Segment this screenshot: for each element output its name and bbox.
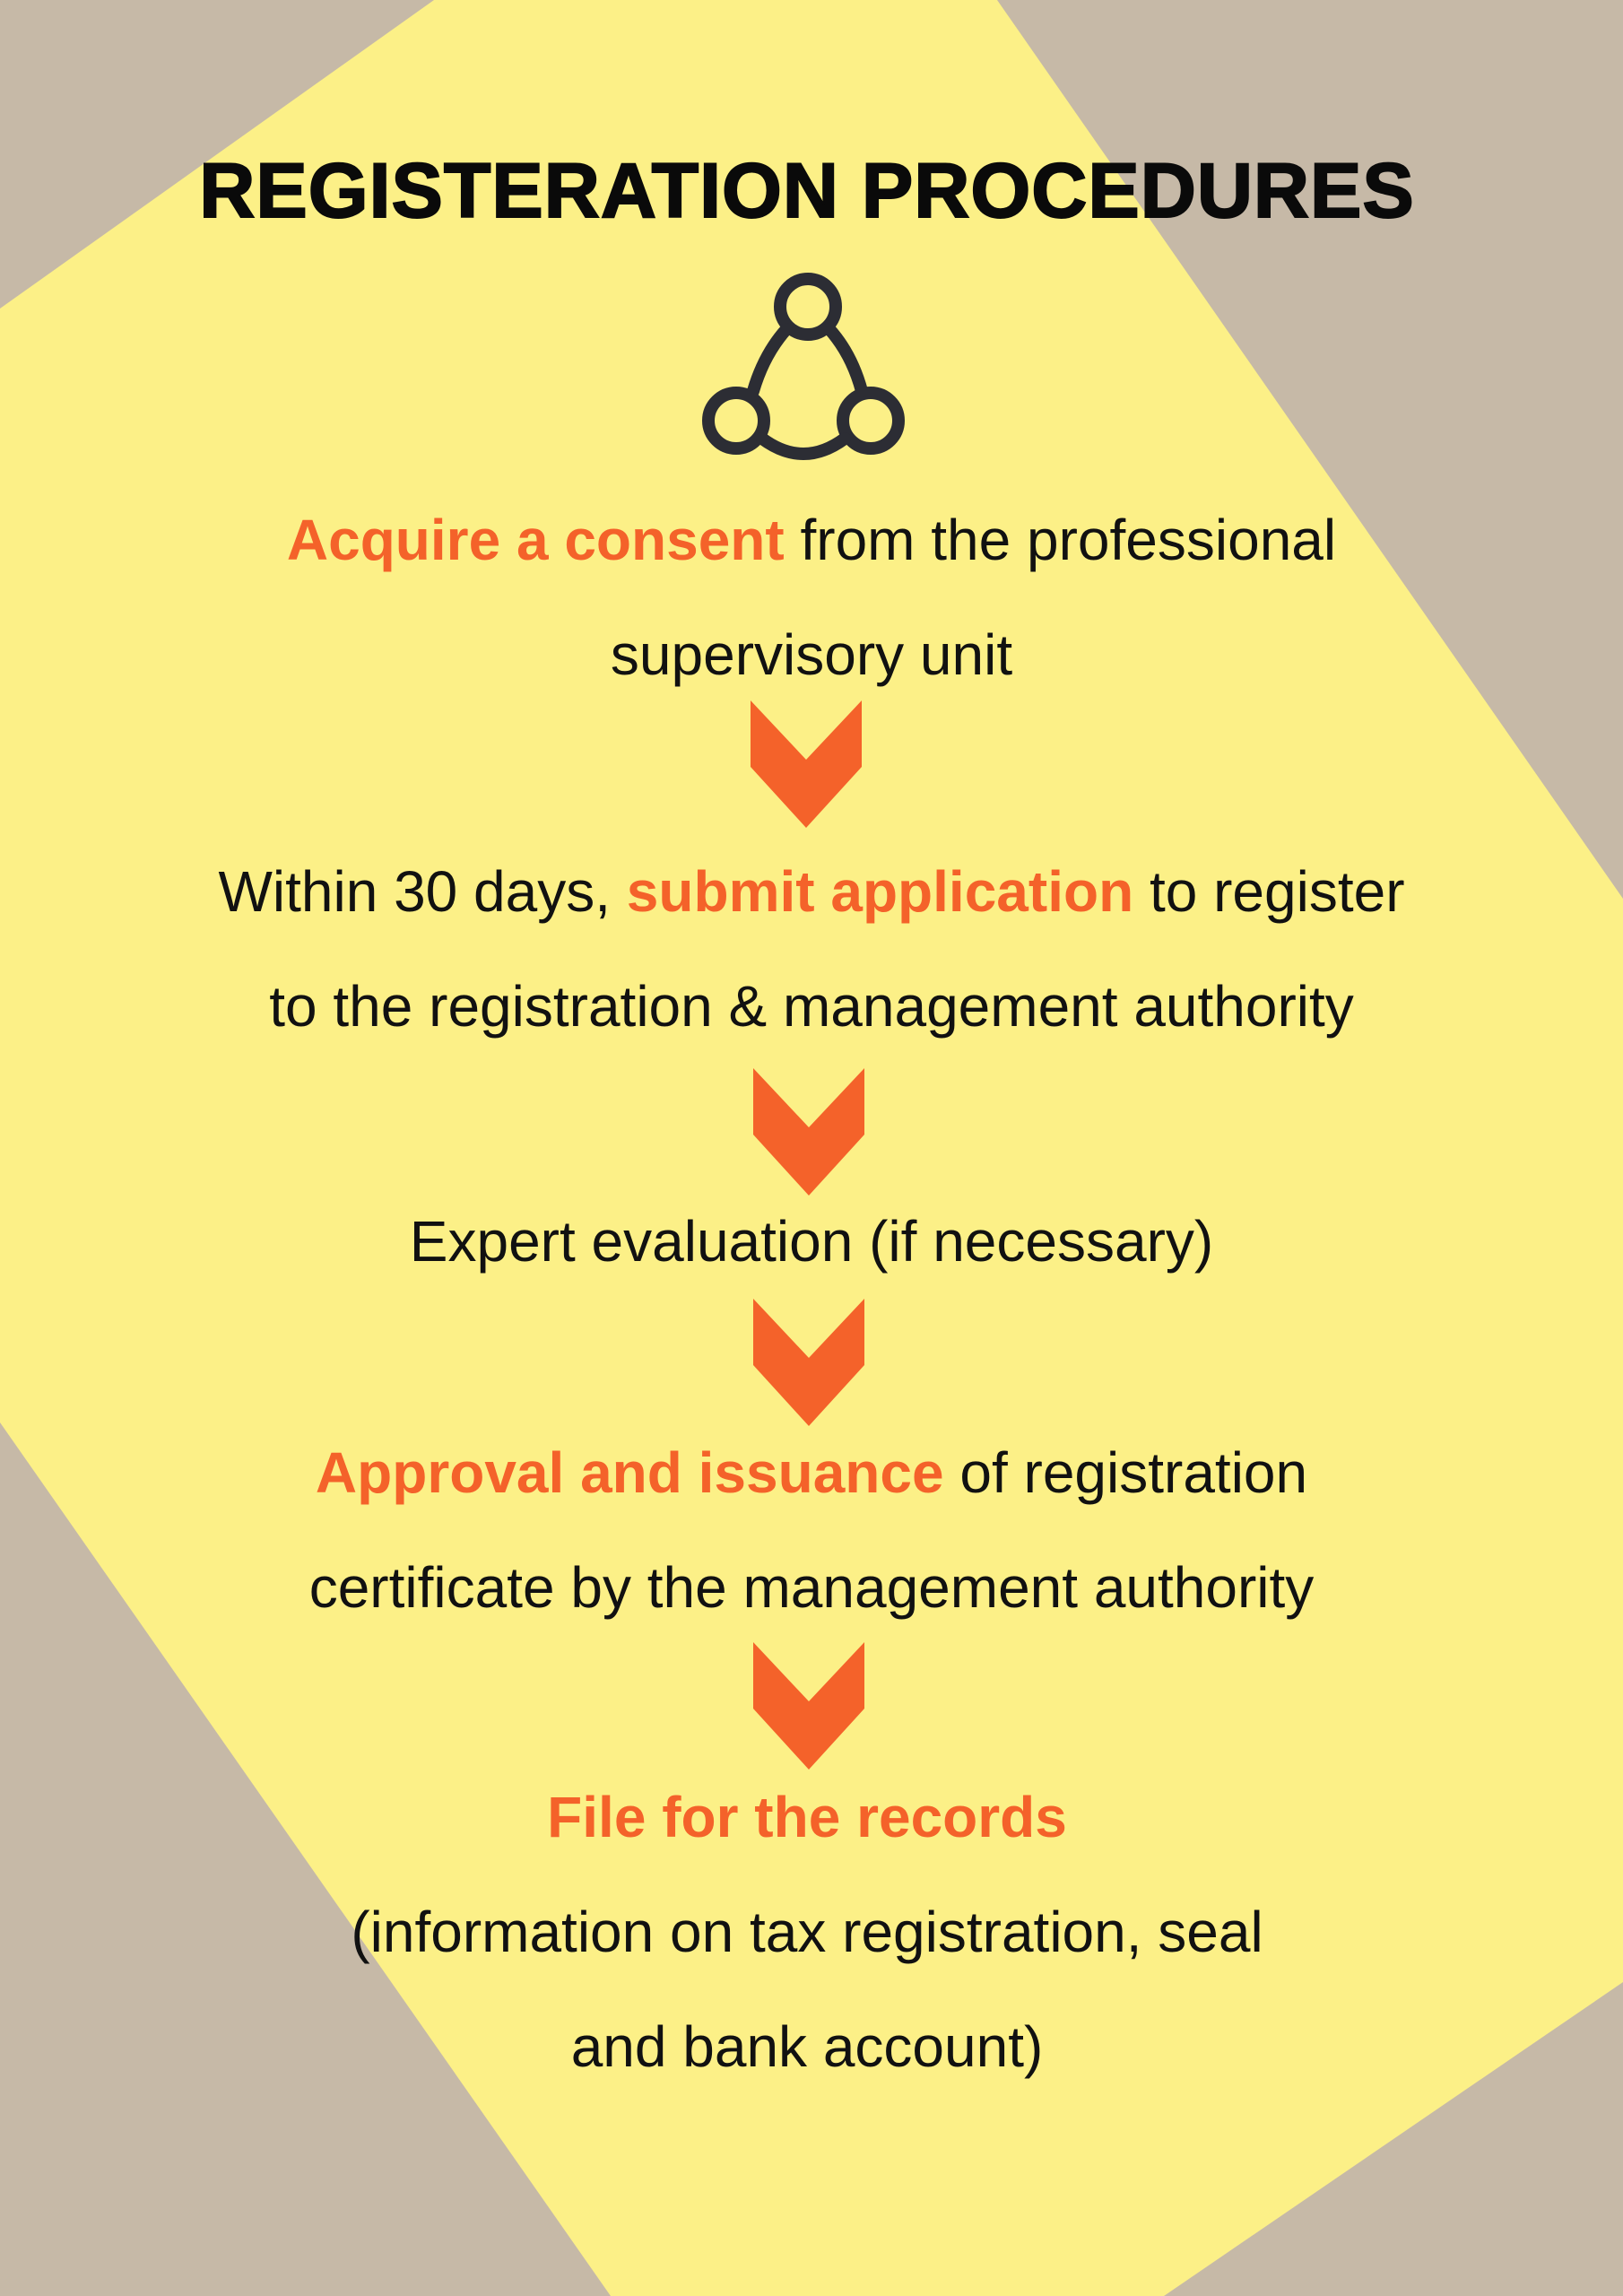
step-2-highlight: submit application xyxy=(626,859,1134,924)
step-2-line-1: Within 30 days, submit application to re… xyxy=(0,834,1623,949)
step-5-line-2: (information on tax registration, seal xyxy=(351,1900,1263,1964)
step-5-line-3: and bank account) xyxy=(570,2014,1044,2079)
step-5: File for the records (information on tax… xyxy=(0,1760,1614,2104)
chevron-down-icon xyxy=(753,1068,864,1196)
step-2-text: to register xyxy=(1133,859,1405,924)
page-title: REGISTERATION PROCEDURES xyxy=(198,147,1415,235)
step-1-line-1: Acquire a consent from the professional xyxy=(0,483,1623,597)
step-1-line-2: supervisory unit xyxy=(610,622,1013,687)
step-1: Acquire a consent from the professional … xyxy=(0,483,1623,712)
chevron-down-icon xyxy=(751,700,862,828)
chevron-down-icon xyxy=(753,1642,864,1770)
chevron-down-icon xyxy=(753,1299,864,1426)
step-4-highlight: Approval and issuance xyxy=(315,1440,944,1505)
step-4: Approval and issuance of registration ce… xyxy=(0,1415,1623,1645)
step-1-highlight: Acquire a consent xyxy=(286,508,785,572)
step-2-prefix: Within 30 days, xyxy=(218,859,627,924)
step-5-line-1: File for the records xyxy=(547,1785,1067,1849)
step-1-text: from the professional xyxy=(784,508,1337,572)
step-2: Within 30 days, submit application to re… xyxy=(0,834,1623,1064)
step-4-line-1: Approval and issuance of registration xyxy=(0,1415,1623,1530)
step-4-line-2: certificate by the management authority xyxy=(308,1555,1315,1620)
step-3: Expert evaluation (if necessary) xyxy=(0,1184,1623,1299)
network-nodes-icon xyxy=(702,273,905,460)
step-4-text: of registration xyxy=(943,1440,1308,1505)
step-3-line-1: Expert evaluation (if necessary) xyxy=(409,1209,1214,1274)
step-2-line-2: to the registration & management authori… xyxy=(269,974,1354,1039)
